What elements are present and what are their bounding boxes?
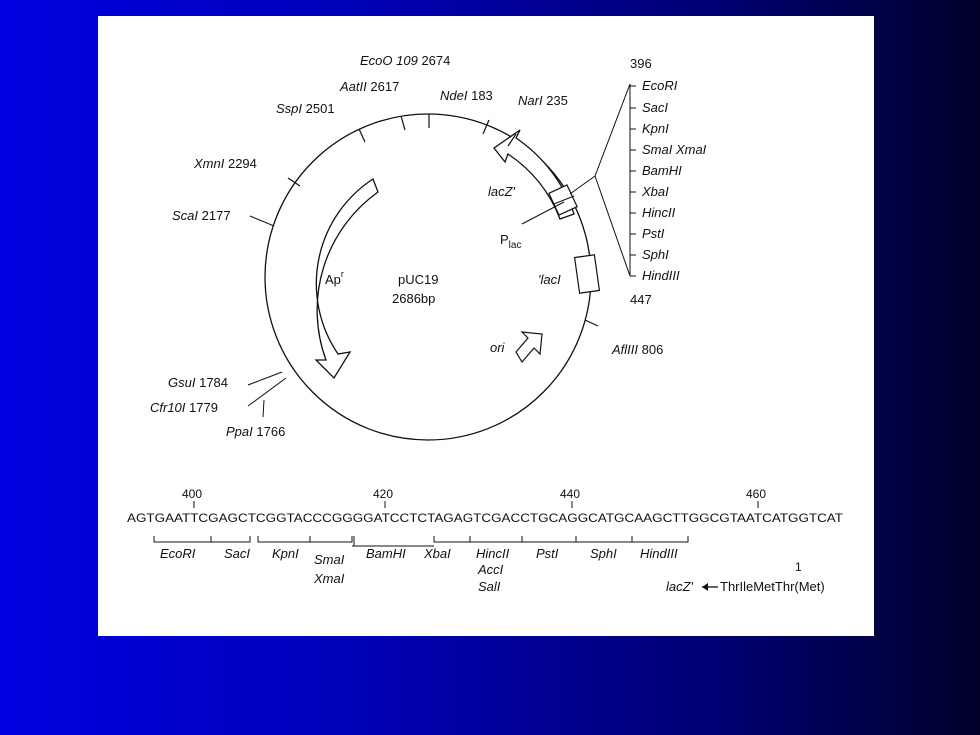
- seq-tick-460: 460: [746, 487, 766, 501]
- seq-site-hindiii: HindIII: [640, 546, 678, 561]
- sequence-site-brackets: [153, 536, 689, 547]
- mcs-enzyme: XbaI: [641, 184, 669, 199]
- tick-sspi: [358, 128, 366, 143]
- site-ecoo109: EcoO 109 2674: [360, 53, 450, 68]
- tick-scai: [249, 215, 275, 227]
- ori-arrow: [515, 331, 543, 364]
- mcs-enzyme-list: EcoRI SacI KpnI SmaI XmaI BamHI XbaI Hin…: [630, 78, 707, 283]
- tick-ppai: [262, 399, 265, 418]
- site-gsui: GsuI 1784: [168, 375, 228, 390]
- mcs-enzyme: KpnI: [642, 121, 669, 136]
- seq-site-xbai: XbaI: [423, 546, 451, 561]
- seq-site-saci: SacI: [224, 546, 250, 561]
- site-xmni: XmnI 2294: [193, 156, 257, 171]
- site-nari: NarI 235: [518, 93, 568, 108]
- seq-site-psti: PstI: [536, 546, 559, 561]
- mcs-enzyme: HindIII: [642, 268, 680, 283]
- mcs-fan-bottom: [594, 175, 631, 277]
- mcs-fan-top: [594, 83, 631, 177]
- site-afliii: AflIII 806: [611, 342, 663, 357]
- mcs-end: 447: [630, 292, 652, 307]
- tick-gsui: [247, 371, 283, 386]
- seq-tick-400: 400: [182, 487, 202, 501]
- site-sspi: SspI 2501: [276, 101, 335, 116]
- plasmid-name: pUC19: [398, 272, 438, 287]
- mcs-enzyme: SphI: [642, 247, 669, 262]
- seq-site-ecori: EcoRI: [160, 546, 196, 561]
- site-ndei: NdeI 183: [440, 88, 493, 103]
- site-scai: ScaI 2177: [172, 208, 231, 223]
- tick-cfr10i: [247, 377, 287, 407]
- tick-afliii: [584, 319, 599, 327]
- plasmid-size: 2686bp: [392, 291, 435, 306]
- translation-text: ThrIleMetThr(Met): [720, 579, 825, 594]
- mcs-enzyme: HincII: [642, 205, 676, 220]
- pUC19-map-figure: Apr lacZ' Plac 'lacI ori pUC19 2686bp Ec…: [127, 53, 843, 594]
- tick-ndei: [482, 119, 490, 135]
- seq-site-smai: SmaI: [314, 552, 345, 567]
- mcs-start: 396: [630, 56, 652, 71]
- ampr-arrow: [314, 178, 379, 380]
- ori-label: ori: [490, 340, 506, 355]
- mcs-fan-to-box: [569, 175, 596, 195]
- site-cfr10i: Cfr10I 1779: [150, 400, 218, 415]
- tick-aatii: [400, 115, 406, 131]
- mcs-enzyme: EcoRI: [642, 78, 678, 93]
- seq-tick-420: 420: [373, 487, 393, 501]
- lacz-translation-label: lacZ': [666, 579, 694, 594]
- seq-site-bamhi: BamHI: [366, 546, 406, 561]
- mcs-enzyme: PstI: [642, 226, 665, 241]
- tick-nari: [507, 133, 517, 147]
- lacz-label: lacZ': [488, 184, 516, 199]
- laci-box: [573, 254, 601, 294]
- seq-site-acci: AccI: [477, 562, 504, 577]
- seq-site-kpni: KpnI: [272, 546, 299, 561]
- seq-site-hincii: HincII: [476, 546, 510, 561]
- mcs-enzyme: SmaI XmaI: [642, 142, 707, 157]
- seq-site-sali: SalI: [478, 579, 501, 594]
- seq-site-xmai: XmaI: [313, 571, 345, 586]
- laci-label: 'lacI: [538, 272, 561, 287]
- dna-sequence: AGTGAATTCGAGCTCGGTACCCGGGGATCCTCTAGAGTCG…: [127, 513, 843, 525]
- mcs-enzyme: SacI: [642, 100, 668, 115]
- seq-site-sphi: SphI: [590, 546, 617, 561]
- mcs-enzyme: BamHI: [642, 163, 682, 178]
- site-aatii: AatII 2617: [339, 79, 399, 94]
- site-ppai: PpaI 1766: [226, 424, 285, 439]
- mcs-line-1: [553, 195, 575, 205]
- seq-tick-440: 440: [560, 487, 580, 501]
- plac-pointer: [521, 201, 565, 225]
- tick-xmni: [287, 177, 301, 187]
- slide-panel: Apr lacZ' Plac 'lacI ori pUC19 2686bp Ec…: [98, 16, 874, 636]
- plac-label: Plac: [500, 232, 521, 251]
- ampr-label: Apr: [325, 269, 344, 287]
- frame-number: 1: [795, 560, 802, 574]
